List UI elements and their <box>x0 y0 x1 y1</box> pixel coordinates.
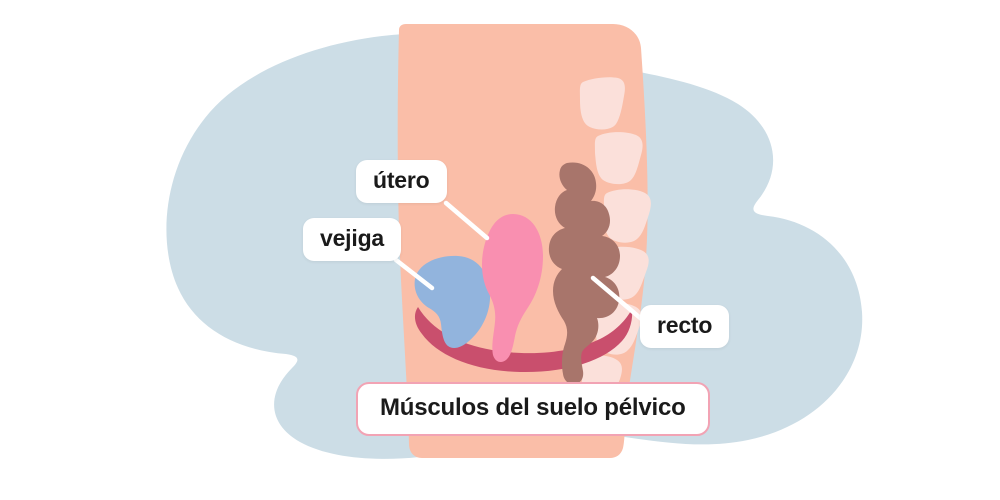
vertebra-icon <box>603 189 651 243</box>
uterus <box>481 214 543 363</box>
leader-line-recto <box>590 275 648 325</box>
vertebra-icon <box>594 132 643 185</box>
label-recto[interactable]: recto <box>640 305 730 348</box>
vertebra-icon <box>579 77 625 130</box>
leader-line-utero <box>443 200 490 241</box>
label-recto-text: recto <box>657 312 713 338</box>
label-utero[interactable]: útero <box>356 160 447 203</box>
label-vejiga[interactable]: vejiga <box>303 218 402 261</box>
label-pelvic-floor-muscles-text: Músculos del suelo pélvico <box>380 394 686 421</box>
label-vejiga-text: vejiga <box>320 225 385 251</box>
leader-line-vejiga <box>393 257 435 291</box>
label-pelvic-floor-muscles[interactable]: Músculos del suelo pélvico <box>356 382 710 436</box>
rectum <box>548 162 620 385</box>
bladder <box>414 255 491 349</box>
label-utero-text: útero <box>373 167 430 193</box>
